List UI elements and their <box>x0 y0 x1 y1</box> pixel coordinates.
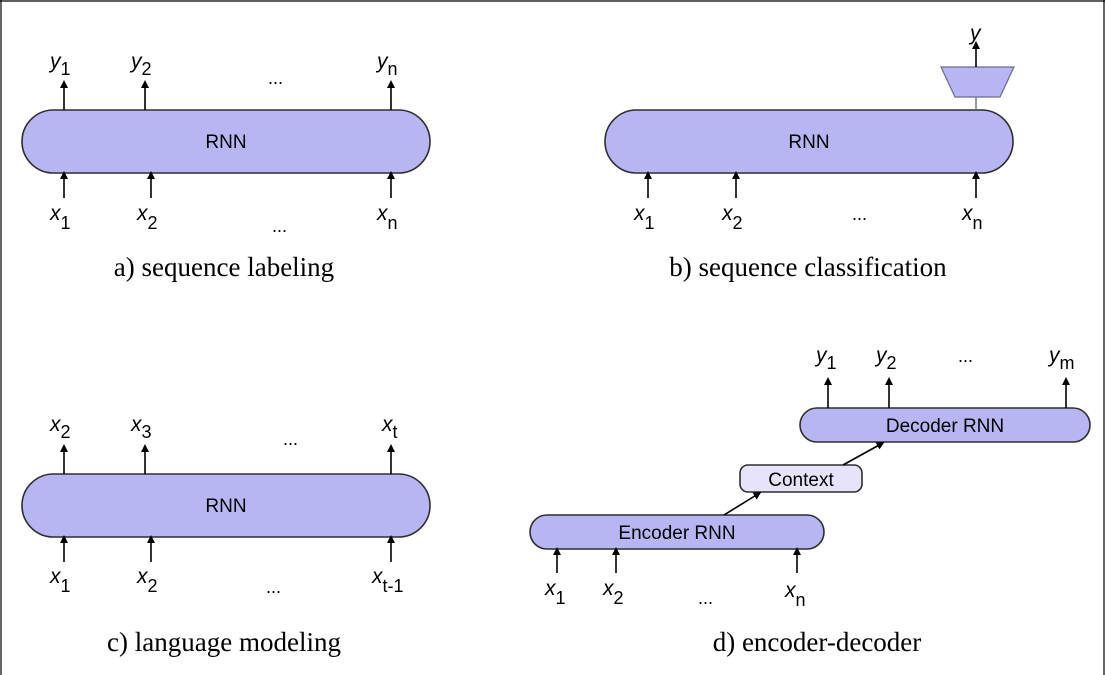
input-label: x1 <box>49 565 71 596</box>
input-ellipsis: ... <box>852 204 867 224</box>
panel-encoder-decoder: Encoder RNN Context Decoder RNN x1 x2 ..… <box>529 344 1091 657</box>
panel-sequence-labeling: RNN y1 y2 ... yn x1 x2 ... xn a) sequenc… <box>21 50 431 282</box>
encoder-label: Encoder RNN <box>618 523 735 544</box>
output-label: yn <box>375 50 398 79</box>
caption: d) encoder-decoder <box>713 627 922 657</box>
input-label: xn <box>961 202 983 233</box>
rnn-box-label: RNN <box>788 132 829 153</box>
rnn-box <box>21 109 431 174</box>
output-ellipsis: ... <box>283 429 298 449</box>
decoder-label: Decoder RNN <box>886 416 1004 437</box>
classifier-head <box>940 66 1015 98</box>
output-label: y2 <box>874 344 897 373</box>
output-label: x2 <box>49 413 71 442</box>
input-label: x2 <box>136 565 158 596</box>
output-label: y <box>968 22 982 45</box>
output-label: ym <box>1047 344 1075 373</box>
input-label: x2 <box>602 577 624 608</box>
input-ellipsis: ... <box>272 216 287 236</box>
output-label: x3 <box>130 413 152 442</box>
caption: b) sequence classification <box>669 252 947 282</box>
decoder-box <box>799 407 1091 443</box>
input-label: xn <box>376 202 398 233</box>
output-label: y2 <box>129 50 152 79</box>
panel-language-modeling: RNN x2 x3 ... xt x1 x2 ... xt-1 c) langu… <box>21 413 431 657</box>
caption: c) language modeling <box>107 627 341 657</box>
caption: a) sequence labeling <box>114 252 334 282</box>
input-label: x1 <box>49 202 71 233</box>
output-label: y1 <box>814 344 837 373</box>
input-label: xt-1 <box>371 565 404 596</box>
rnn-box <box>21 473 431 538</box>
encoder-to-context-arrow <box>723 491 762 516</box>
input-label: x2 <box>721 202 743 233</box>
context-label: Context <box>768 470 834 491</box>
context-to-decoder-arrow <box>842 442 885 466</box>
rnn-box-label: RNN <box>205 132 246 153</box>
rnn-box <box>604 109 1014 174</box>
input-ellipsis: ... <box>698 588 713 608</box>
output-ellipsis: ... <box>958 346 973 366</box>
encoder-box <box>529 514 825 550</box>
output-label: xt <box>381 413 398 442</box>
context-box <box>739 464 863 493</box>
input-label: x2 <box>136 202 158 233</box>
panel-sequence-classification: RNN y x1 x2 ... xn b) sequence classific… <box>604 22 1015 282</box>
input-ellipsis: ... <box>266 577 281 597</box>
output-ellipsis: ... <box>268 68 283 88</box>
input-label: xn <box>784 579 806 610</box>
rnn-box-label: RNN <box>205 496 246 517</box>
input-label: x1 <box>633 202 655 233</box>
input-label: x1 <box>544 577 566 608</box>
output-label: y1 <box>48 50 71 79</box>
